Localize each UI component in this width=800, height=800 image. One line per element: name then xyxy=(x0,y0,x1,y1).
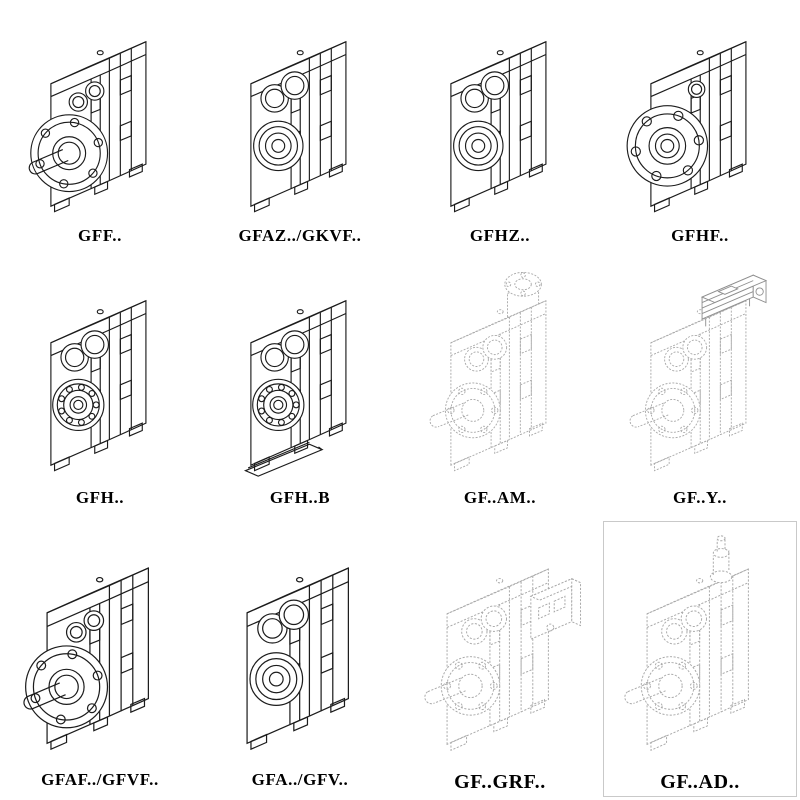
drawing-area xyxy=(200,2,400,224)
catalog-cell-gf-grf: GF..GRF.. xyxy=(400,518,600,800)
gearbox-hollow-shaft-drawing xyxy=(212,531,387,757)
model-label: GFA../GFV.. xyxy=(251,770,349,789)
model-label: GFHZ.. xyxy=(469,226,531,245)
gearbox-hollow-shaft-drawing xyxy=(418,7,582,219)
model-label: GFAZ../GKVF.. xyxy=(238,226,362,245)
model-label: GFAF../GFVF.. xyxy=(41,770,159,789)
catalog-cell-gfhf: GFHF.. xyxy=(600,0,800,256)
model-label: GF..GRF.. xyxy=(454,771,546,793)
gearbox-with-motor-drawing xyxy=(618,266,782,478)
drawing-area xyxy=(400,520,600,769)
drawing-area xyxy=(400,258,600,486)
gearbox-bearing-bore-base-drawing xyxy=(218,266,382,478)
drawing-area xyxy=(200,258,400,486)
model-label: GFH..B xyxy=(269,488,331,507)
gearbox-input-shaft-adapter-drawing xyxy=(612,532,787,758)
catalog-cell-gf-y: GF..Y.. xyxy=(600,256,800,518)
drawing-area xyxy=(400,2,600,224)
catalog-cell-gfaf-gfvf: GFAF../GFVF.. xyxy=(0,518,200,800)
model-label: GF..AD.. xyxy=(660,771,740,793)
model-label: GFHF.. xyxy=(671,226,729,245)
drawing-area xyxy=(200,520,400,768)
drawing-area xyxy=(0,258,200,486)
gearbox-flange-output-drawing xyxy=(18,7,182,219)
drawing-area xyxy=(0,520,200,768)
drawing-area xyxy=(0,2,200,224)
gearbox-iec-adapter-drawing xyxy=(418,266,582,478)
model-label: GFF.. xyxy=(78,226,122,245)
drawing-area xyxy=(600,258,800,486)
drawing-area xyxy=(600,520,800,769)
catalog-cell-gfhz: GFHZ.. xyxy=(400,0,600,256)
gearbox-flange-hollow-drawing xyxy=(618,7,782,219)
catalog-cell-gfh: GFH.. xyxy=(0,256,200,518)
catalog-cell-gf-ad: GF..AD.. xyxy=(600,518,800,800)
model-label: GF..Y.. xyxy=(673,488,727,507)
catalog-cell-gfh-b: GFH..B xyxy=(200,256,400,518)
gearbox-flange-output-drawing xyxy=(12,531,187,757)
catalog-cell-gff: GFF.. xyxy=(0,0,200,256)
gearbox-primary-reducer-drawing xyxy=(412,532,587,758)
model-label: GF..AM.. xyxy=(463,488,537,507)
gearbox-hollow-shaft-drawing xyxy=(218,7,382,219)
catalog-cell-gfa-gfv: GFA../GFV.. xyxy=(200,518,400,800)
gearbox-bearing-bore-drawing xyxy=(18,266,182,478)
drawing-area xyxy=(600,2,800,224)
catalog-cell-gfaz-gkvf: GFAZ../GKVF.. xyxy=(200,0,400,256)
model-label: GFH.. xyxy=(75,488,125,507)
catalog-cell-gf-am: GF..AM.. xyxy=(400,256,600,518)
